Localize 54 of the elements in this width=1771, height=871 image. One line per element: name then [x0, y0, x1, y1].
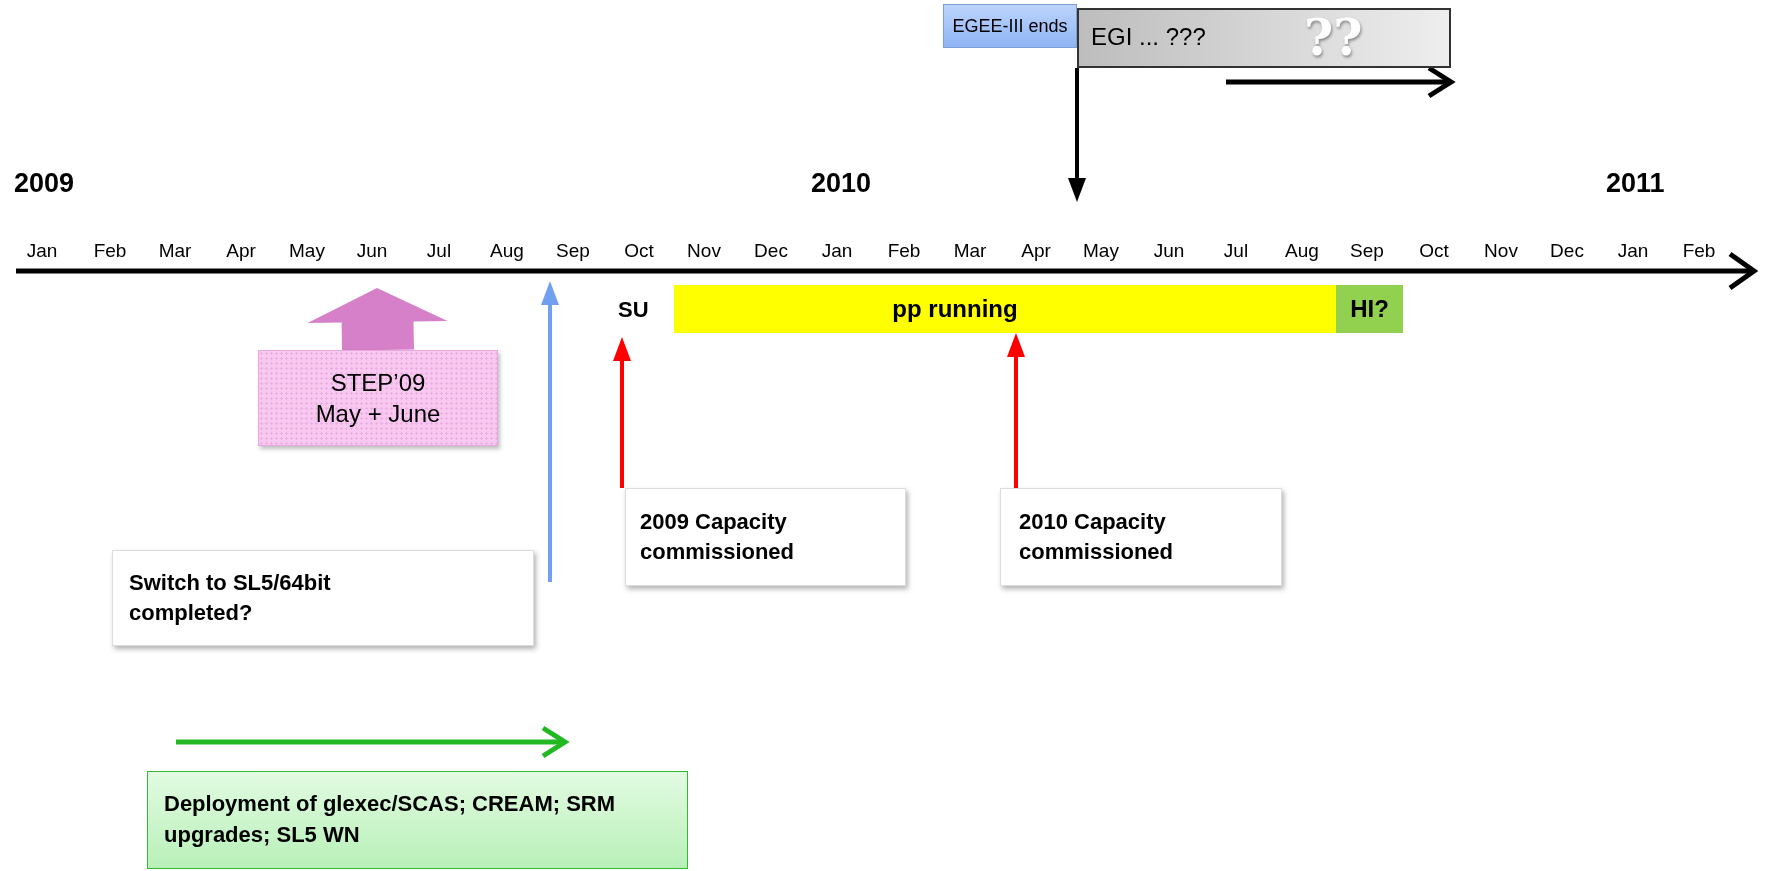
period-bar [1336, 285, 1403, 333]
month-label: Sep [555, 240, 591, 262]
note-text: Deployment of glexec/SCAS; CREAM; SRM upgrades; SL5 WN [164, 790, 617, 849]
month-label: Feb [92, 240, 128, 262]
year-label: 2009 [14, 168, 75, 199]
period-name: pp running [892, 295, 1018, 323]
month-label: Sep [1349, 240, 1385, 262]
month-label: Jan [25, 240, 59, 262]
phase-name: EGI ... ??? [1091, 23, 1206, 51]
period-name: HI? [1350, 295, 1389, 323]
period-bar [674, 285, 1336, 333]
month-label: Mar [952, 240, 988, 262]
month-label: Dec [1549, 240, 1585, 262]
arrow [1068, 68, 1086, 202]
note-box [1000, 488, 1282, 586]
month-label: Jan [820, 240, 854, 262]
month-label: Jul [1222, 240, 1250, 262]
month-label: Mar [157, 240, 193, 262]
year-label: 2010 [811, 168, 872, 199]
phase-label: SU [618, 297, 649, 323]
year-label: 2011 [1606, 168, 1665, 199]
arrow [1007, 333, 1025, 488]
month-label: Oct [623, 240, 655, 262]
question-marks: ?? [1304, 8, 1363, 67]
note-box [112, 550, 534, 646]
phase-name: EGEE-III ends [952, 15, 1068, 37]
arrow [613, 337, 631, 488]
month-label: Nov [686, 240, 722, 262]
block-arrow [307, 288, 448, 351]
event-box [258, 350, 498, 446]
note-text: 2009 Capacity commissioned [640, 508, 796, 566]
month-label: Feb [1681, 240, 1717, 262]
month-label: Apr [1020, 240, 1052, 262]
task-box [147, 771, 688, 869]
arrow [541, 281, 559, 582]
month-label: Jul [425, 240, 453, 262]
month-label: Aug [1284, 240, 1320, 262]
month-label: Apr [225, 240, 257, 262]
note-text: Switch to SL5/64bit completed? [129, 569, 332, 627]
event-name: STEP’09 May + June [314, 367, 442, 429]
month-label: Nov [1483, 240, 1519, 262]
month-label: Feb [886, 240, 922, 262]
note-text: 2010 Capacity commissioned [1019, 508, 1175, 566]
month-label: Aug [489, 240, 525, 262]
month-label: Oct [1418, 240, 1450, 262]
month-label: May [288, 240, 326, 262]
month-label: Jun [1152, 240, 1186, 262]
month-label: May [1082, 240, 1120, 262]
note-box [625, 488, 906, 586]
phase-box [1077, 8, 1451, 68]
month-label: Jun [355, 240, 389, 262]
phase-box [943, 4, 1077, 48]
month-label: Dec [753, 240, 789, 262]
month-label: Jan [1616, 240, 1650, 262]
